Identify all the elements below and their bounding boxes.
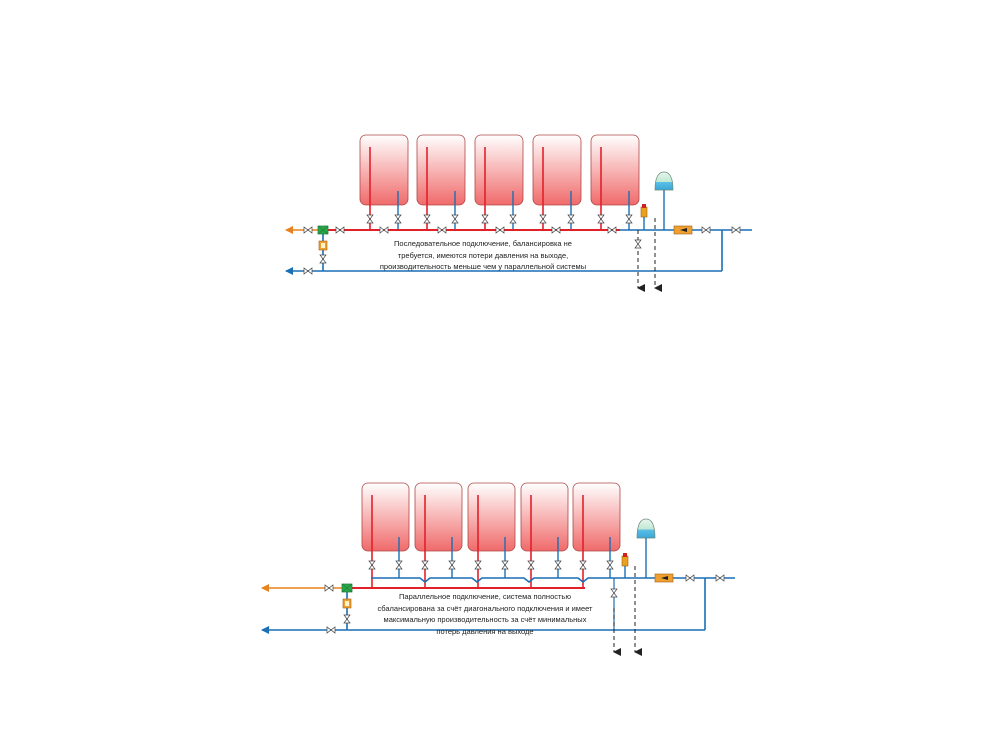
valve-icon: [634, 239, 642, 249]
valve-icon: [343, 614, 351, 624]
check-valve-icon: [654, 573, 674, 583]
safety-valve-icon: [640, 204, 648, 230]
return-header: [371, 577, 735, 584]
balancing-valve-icon: [318, 240, 328, 251]
valve-icon: [495, 226, 505, 234]
boilers-row: [359, 134, 640, 206]
valve-icon: [527, 560, 535, 570]
valve-icon: [423, 214, 431, 224]
safety-valve-icon: [621, 553, 629, 578]
boiler-pipes: [366, 147, 633, 230]
boilers-row: [361, 482, 621, 552]
valve-icon: [474, 560, 482, 570]
valve-icon: [715, 574, 725, 582]
boiler-unit: [520, 482, 569, 552]
pump-icon: [317, 225, 329, 235]
valve-icon: [324, 584, 334, 592]
caption-series: Последовательное подключение, балансиров…: [379, 239, 587, 271]
pump-icon: [341, 583, 353, 593]
diagram-series: [285, 134, 752, 292]
valve-icon: [319, 254, 327, 264]
valve-icon: [394, 214, 402, 224]
valve-icon: [421, 560, 429, 570]
valve-icon: [567, 214, 575, 224]
boiler-unit: [359, 134, 409, 206]
valve-icon: [379, 226, 389, 234]
boiler-unit: [414, 482, 463, 552]
valve-icon: [366, 214, 374, 224]
valve-icon: [335, 226, 345, 234]
valve-icon: [509, 214, 517, 224]
caption-parallel: Параллельное подключение, система полнос…: [377, 592, 593, 636]
valve-icon: [701, 226, 711, 234]
boiler-unit: [590, 134, 640, 206]
valve-icon: [303, 267, 313, 275]
boiler-unit: [467, 482, 516, 552]
valve-icon: [554, 560, 562, 570]
boiler-unit: [532, 134, 582, 206]
valve-icon: [501, 560, 509, 570]
valve-icon: [437, 226, 447, 234]
boiler-unit: [361, 482, 410, 552]
valve-icon: [303, 226, 313, 234]
valve-icon: [539, 214, 547, 224]
valve-icon: [597, 214, 605, 224]
valve-icon: [451, 214, 459, 224]
valve-icon: [448, 560, 456, 570]
valves-layer: [303, 226, 741, 634]
valve-icon: [606, 560, 614, 570]
valve-icon: [610, 588, 618, 598]
check-valve-icon: [673, 225, 693, 235]
boiler-unit: [416, 134, 466, 206]
diagram-parallel: [261, 482, 735, 656]
boiler-unit: [474, 134, 524, 206]
valve-icon: [326, 626, 336, 634]
valve-icon: [579, 560, 587, 570]
boiler-unit: [572, 482, 621, 552]
valve-icon: [395, 560, 403, 570]
valve-icon: [481, 214, 489, 224]
valve-icon: [551, 226, 561, 234]
expansion-tank-icon: [654, 171, 674, 230]
valve-icon: [625, 214, 633, 224]
boiler-pipes: [368, 495, 614, 588]
balancing-valve-icon: [342, 598, 352, 609]
valve-icon: [731, 226, 741, 234]
expansion-tank-icon: [636, 518, 656, 578]
valve-icon: [685, 574, 695, 582]
valve-icon: [607, 226, 617, 234]
valve-icon: [368, 560, 376, 570]
